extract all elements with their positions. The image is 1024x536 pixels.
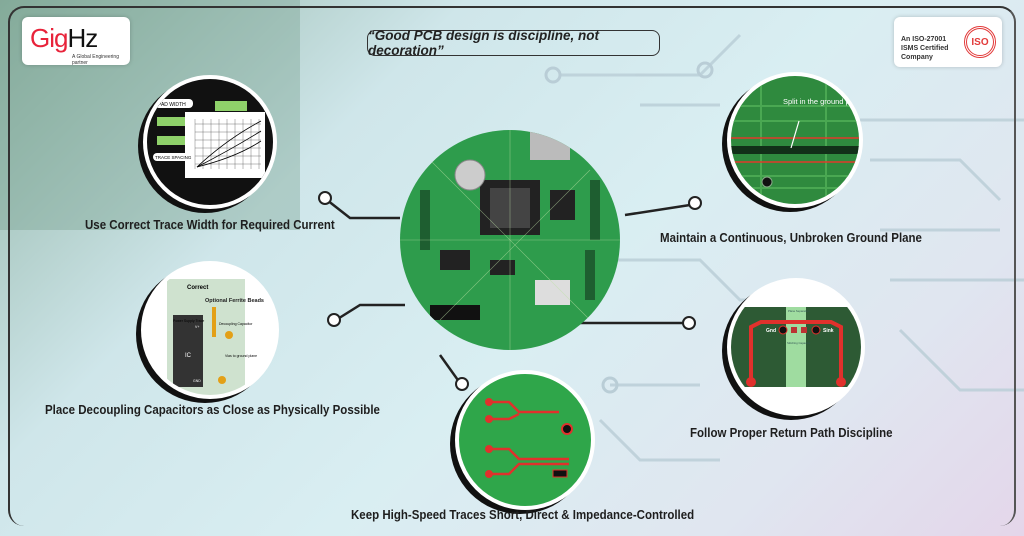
frame-border [8, 6, 1016, 526]
decoupling-image: Correct IC Power Supply Trace Optional F… [141, 261, 279, 399]
tip-trace-width: Use Correct Trace Width for Required Cur… [85, 218, 335, 232]
split-ground-text: Split in the ground plane [783, 97, 859, 106]
vplus-text: V+ [195, 325, 199, 329]
connector-dot [327, 313, 341, 327]
tip-return-path: Follow Proper Return Path Discipline [690, 426, 893, 440]
trace-width-image: PAD WIDTH TRACE SPACING [143, 75, 277, 209]
ground-plane-image: Split in the ground plane [727, 72, 863, 208]
stitch-cap-text: Stitching Capacitor [787, 341, 811, 345]
tip-high-speed: Keep High-Speed Traces Short, Direct & I… [351, 508, 695, 522]
iso-badge: An ISO-27001 ISMS Certified Company ISO [894, 17, 1002, 67]
gighz-logo: GigHz A Global Engineering partner [22, 17, 130, 66]
pcb-board-image [400, 130, 620, 350]
high-speed-image [455, 370, 595, 510]
trace-spacing-text: TRACE SPACING [155, 155, 192, 160]
sink-label: Sink [823, 328, 834, 334]
power-supply-text: Power Supply Trace [173, 319, 204, 323]
logo-text-black: Hz [67, 23, 98, 53]
gnd-label: Gnd [766, 328, 776, 334]
tip-decoupling: Place Decoupling Capacitors as Close as … [45, 403, 380, 417]
logo-tagline: A Global Engineering partner [72, 54, 119, 66]
connector-dot [688, 196, 702, 210]
source-label: Source [741, 390, 758, 396]
quote-box: “Good PCB design is discipline, not deco… [367, 28, 660, 58]
connector-dot [455, 377, 469, 391]
ic-text: IC [185, 353, 192, 359]
iso-text: An ISO-27001 ISMS Certified Company [901, 36, 949, 61]
sink-label-2: Sink [835, 390, 846, 396]
tip-ground-plane: Maintain a Continuous, Unbroken Ground P… [660, 231, 922, 245]
iso-seal-icon: ISO [964, 26, 996, 58]
gnd-text: GND [193, 379, 201, 383]
logo-text-red: Gig [30, 23, 68, 53]
plane-sep-text: Plane Separation [788, 309, 810, 313]
trace-width-chart-icon: PAD WIDTH TRACE SPACING [153, 99, 265, 178]
vias-text: Vias to ground plane [225, 354, 257, 358]
correct-text: Correct [187, 285, 208, 291]
connector-dot [682, 316, 696, 330]
connector-dot [318, 191, 332, 205]
pad-width-text: PAD WIDTH [158, 102, 186, 108]
decap-text: Decoupling Capacitor [219, 322, 253, 326]
ferrite-text: Optional Ferrite Beads [205, 298, 264, 304]
